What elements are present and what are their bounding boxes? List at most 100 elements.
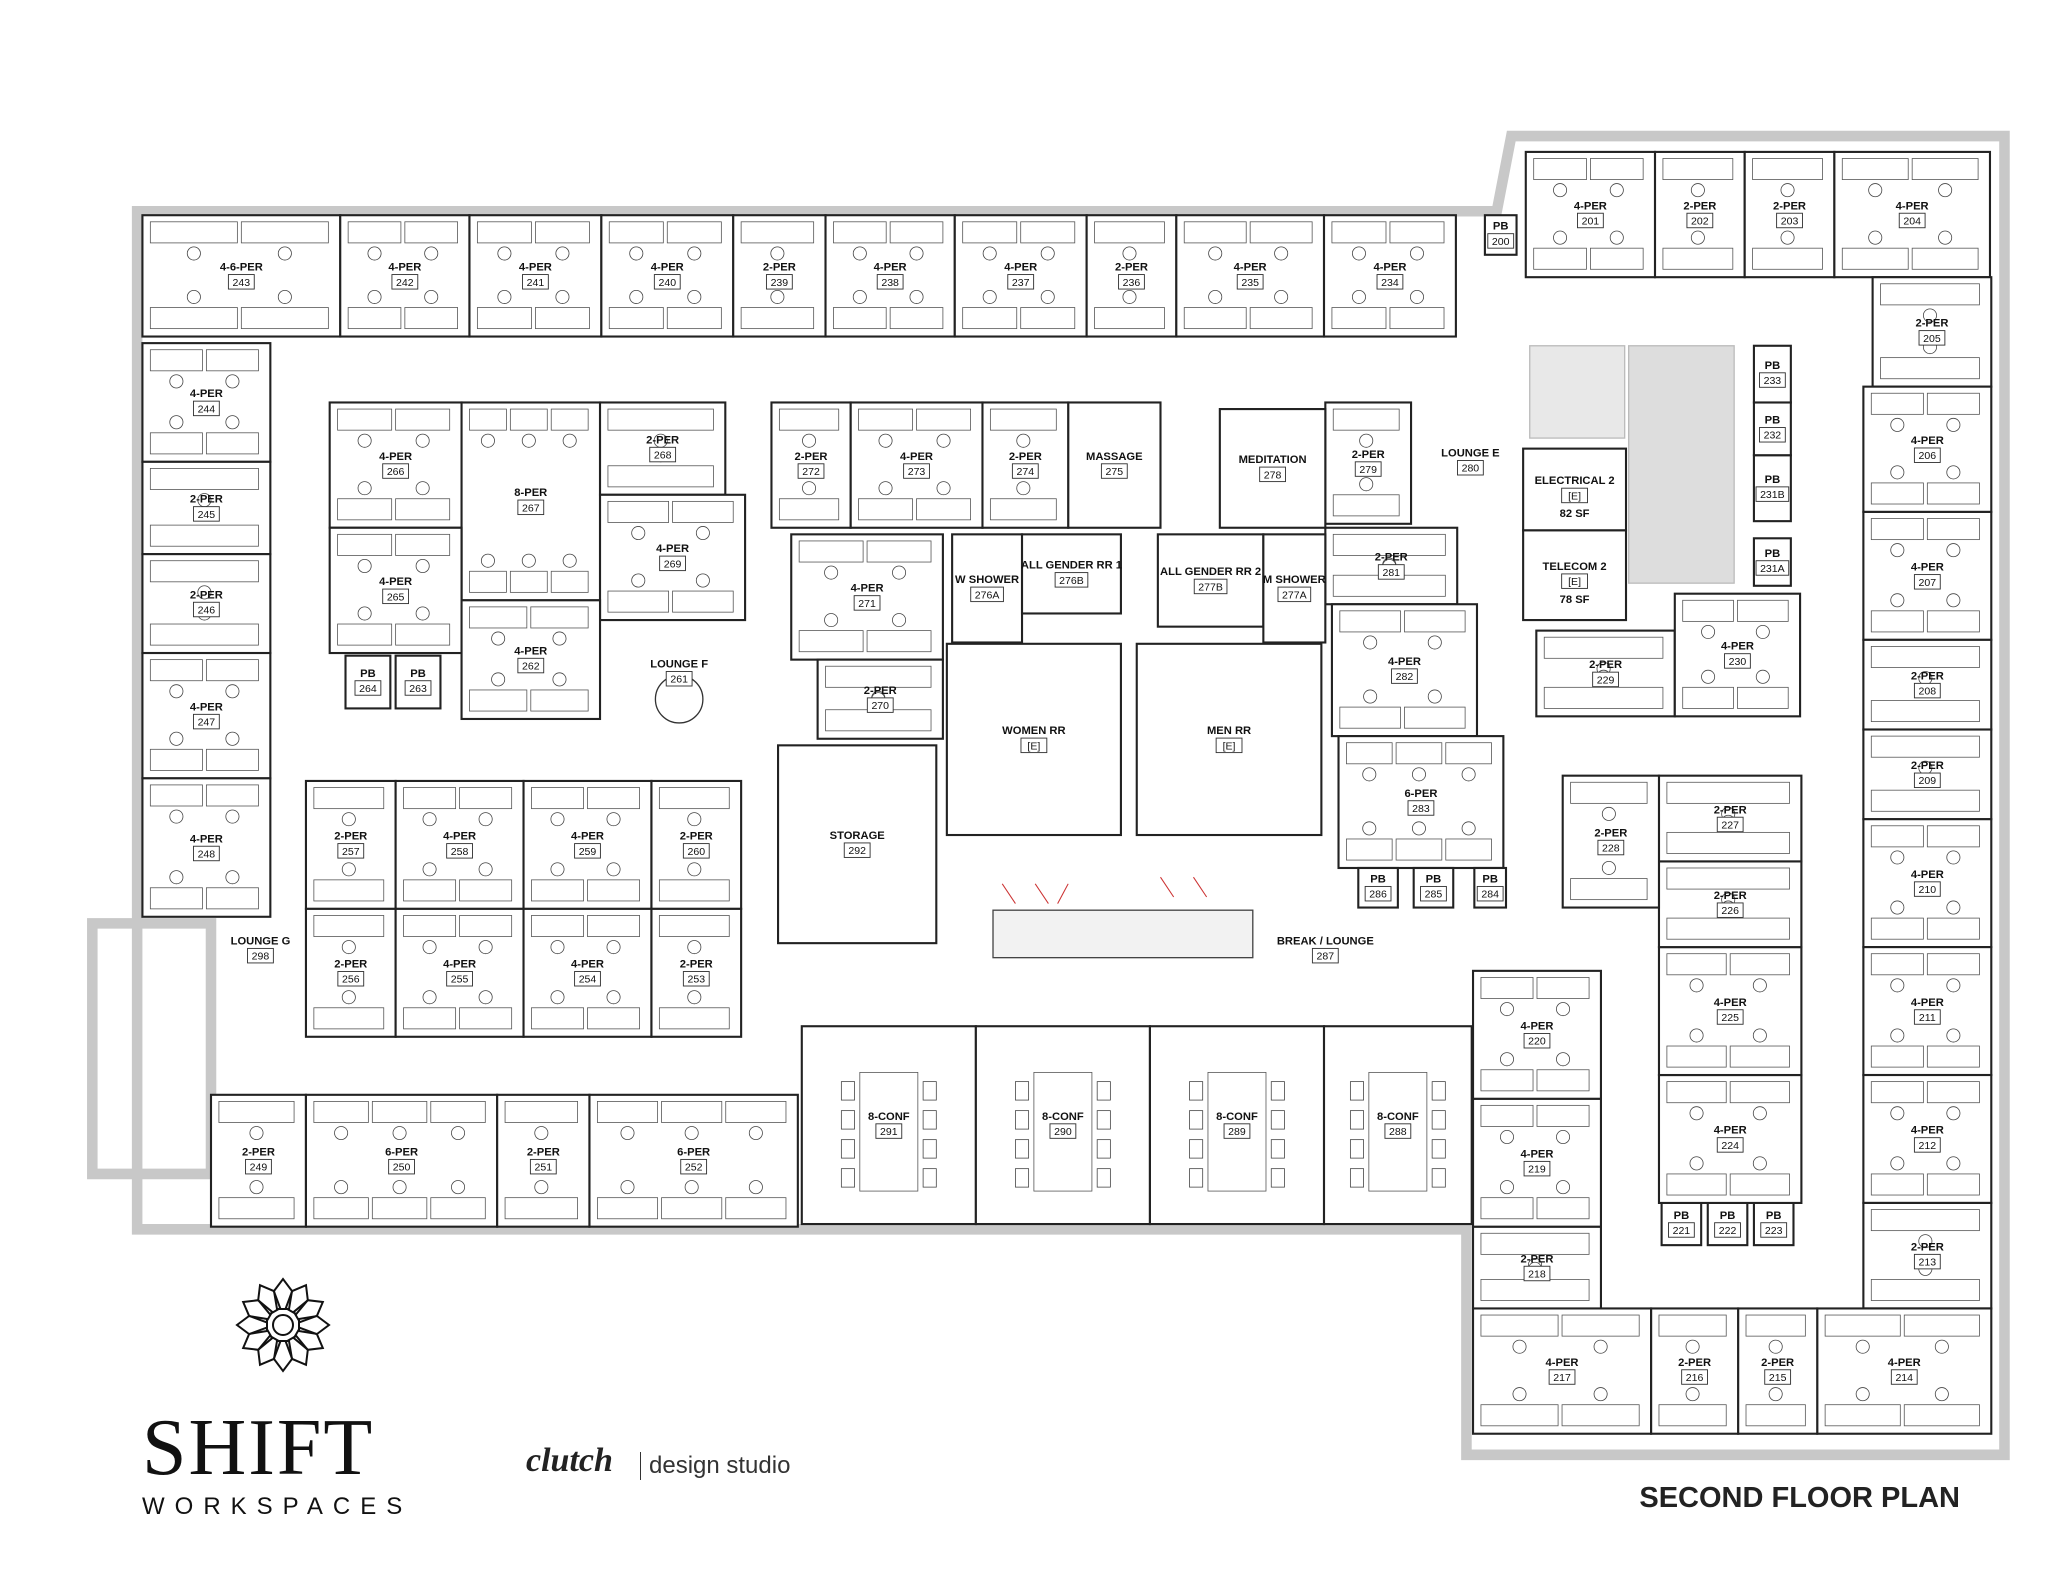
room-number: 207	[1919, 577, 1937, 589]
chair-icon	[1189, 1139, 1204, 1159]
room-258[interactable]	[394, 779, 525, 910]
desk	[725, 1101, 787, 1123]
room-label: 4-PER	[519, 262, 552, 274]
room-number-box	[1755, 486, 1790, 502]
chair-icon	[982, 246, 997, 261]
desk	[1666, 1045, 1727, 1068]
desk	[1870, 1209, 1980, 1232]
room-239[interactable]	[732, 214, 827, 338]
desk	[833, 307, 887, 330]
desk	[596, 1197, 659, 1220]
room-292[interactable]	[777, 744, 938, 945]
desk	[337, 623, 393, 646]
room-250[interactable]	[304, 1093, 499, 1228]
chair-icon	[1593, 1387, 1608, 1402]
room-229[interactable]	[1535, 629, 1676, 718]
desk	[240, 221, 329, 244]
chair-icon	[478, 862, 493, 877]
room-245[interactable]	[141, 460, 272, 556]
chair-icon	[534, 1180, 549, 1195]
desk	[1666, 917, 1790, 940]
desk	[1926, 1173, 1980, 1196]
room-262[interactable]	[460, 599, 602, 721]
chair-icon	[687, 812, 702, 827]
chair-icon	[186, 289, 201, 304]
chair-icon	[1096, 1168, 1111, 1188]
desk	[313, 1101, 369, 1123]
room-238[interactable]	[824, 214, 956, 338]
chair-icon	[491, 631, 506, 646]
chair-icon	[341, 862, 356, 877]
room-number-box	[1420, 885, 1447, 902]
room-216[interactable]	[1650, 1307, 1740, 1435]
room-number-box	[1760, 1222, 1788, 1238]
room-211[interactable]	[1862, 946, 1993, 1077]
desk	[672, 500, 734, 523]
desk	[607, 500, 669, 523]
desk	[149, 748, 203, 771]
room-290[interactable]	[974, 1025, 1151, 1226]
room-207[interactable]	[1862, 510, 1993, 641]
chair-icon	[424, 289, 439, 304]
room-269[interactable]	[598, 493, 747, 622]
chair-icon	[684, 1180, 699, 1195]
room-number: 243	[233, 277, 251, 289]
room-number: 221	[1673, 1225, 1691, 1237]
room-label: 2-PER	[190, 589, 223, 601]
room-label: STORAGE	[830, 830, 886, 842]
room-217[interactable]	[1471, 1307, 1653, 1435]
desk	[476, 307, 532, 330]
room-282[interactable]	[1330, 603, 1479, 738]
room-number-box	[680, 1158, 708, 1175]
chair-icon	[1431, 1110, 1446, 1130]
desk	[149, 560, 259, 583]
chair-icon	[878, 481, 893, 496]
room-283[interactable]	[1337, 735, 1505, 870]
room-number-box	[1913, 881, 1941, 897]
chair-icon	[1362, 821, 1377, 836]
room-number: 270	[871, 700, 889, 712]
chair-icon	[480, 553, 495, 568]
desk	[1737, 599, 1789, 622]
room-number: 290	[1054, 1126, 1072, 1138]
desk	[1662, 158, 1734, 181]
room-236[interactable]	[1085, 214, 1178, 338]
room-label: M SHOWER	[1263, 574, 1326, 586]
room-260[interactable]	[650, 779, 743, 910]
desk	[1480, 977, 1534, 999]
desk	[1389, 221, 1445, 244]
desk	[1870, 735, 1980, 758]
chair-icon	[1411, 821, 1426, 836]
desk	[962, 221, 1018, 244]
chair-icon	[1015, 1081, 1030, 1101]
room-205[interactable]	[1871, 276, 1993, 388]
room-214[interactable]	[1816, 1307, 1993, 1435]
desk	[531, 1007, 584, 1030]
desk	[535, 307, 590, 330]
room-253[interactable]	[650, 907, 743, 1038]
room-label: 2-PER	[527, 1146, 560, 1158]
room-291[interactable]	[800, 1025, 977, 1226]
room-number: 291	[880, 1126, 898, 1138]
desk	[825, 709, 932, 732]
room-label: 2-PER	[1521, 1253, 1554, 1265]
room-label: PB	[1370, 873, 1386, 885]
room-202[interactable]	[1653, 150, 1746, 279]
room-number: 248	[198, 848, 216, 860]
chair-icon	[186, 246, 201, 261]
room-label: 4-PER	[851, 583, 884, 595]
room-label: 2-PER	[1773, 200, 1806, 212]
room-number-box	[1215, 737, 1243, 754]
desk	[1536, 1197, 1590, 1220]
room-268[interactable]	[598, 401, 727, 496]
